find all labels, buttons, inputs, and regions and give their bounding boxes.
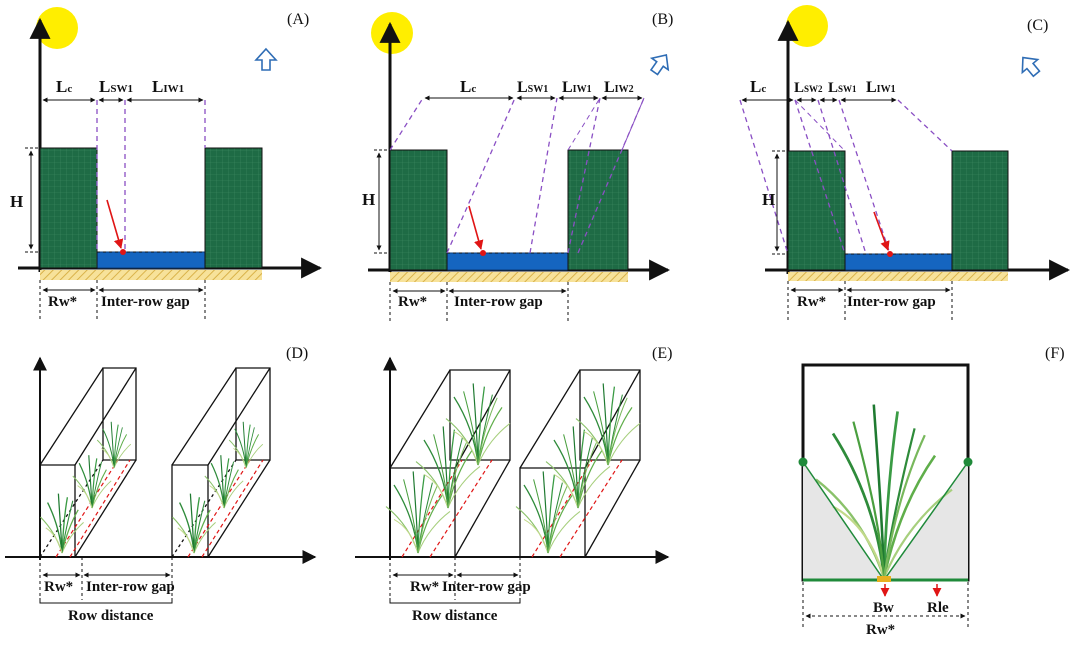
rice-plant [415,425,481,509]
panel-e: (E) Rw* Inter- [355,345,672,624]
gap-label: Inter-row gap [847,294,936,310]
gap-label: Inter-row gap [86,579,175,595]
rice-plant [204,454,244,509]
canopy-edge-point [798,457,808,467]
panel-tag: (F) [1045,345,1065,362]
canopy-edge-point [963,457,973,467]
rw-label: Rw* [410,579,439,595]
gap-label: Inter-row gap [442,579,531,595]
wind-arrow-icon [255,48,277,71]
svg-text:LIW1: LIW1 [562,79,592,96]
row-box [389,369,511,558]
svg-text:LSW1: LSW1 [99,77,133,96]
rice-plant [445,382,511,466]
rw-label: Rw* [44,579,73,595]
ray-arrow [106,199,124,249]
height-label: H [762,190,775,209]
height-label: H [362,190,375,209]
wind-arrow-icon [645,48,676,79]
panel-tag: (A) [287,11,309,28]
svg-text:LSW2: LSW2 [794,80,823,96]
rice-plant [545,425,611,509]
ray-arrow [873,211,890,251]
svg-text:Lc: Lc [750,77,766,96]
canopy-right [951,150,1009,271]
row-distance-label: Row distance [412,608,498,624]
rw-label: Rw* [48,294,77,310]
rice-plant [385,470,451,554]
rw-label: Rw* [398,294,427,310]
rle-label: Rle [927,600,949,616]
canopy-right [567,149,629,271]
panel-tag: (E) [652,345,672,362]
panel-b: (B) Lc LSW1 LIW1 LIW2 H Rw* [362,11,676,322]
ray-arrow [468,205,484,250]
svg-text:LSW1: LSW1 [828,80,857,96]
gap-label: Inter-row gap [101,294,190,310]
height-label: H [10,192,23,211]
rice-plant [72,454,112,509]
svg-text:LIW1: LIW1 [152,77,184,96]
svg-text:LSW1: LSW1 [517,79,548,96]
panel-d: (D) [5,345,317,624]
sun-icon [36,7,78,49]
gap-label: Inter-row gap [454,294,543,310]
rice-plant [39,492,85,554]
panel-f: (F) Bw Rle Rw* [798,345,1065,638]
wind-arrow-icon [1014,50,1045,81]
rw-label: Rw* [866,622,895,638]
rice-plant [515,470,581,554]
soil-strip [788,272,1008,281]
panel-tag: (B) [652,11,673,28]
svg-text:Lc: Lc [56,77,72,96]
rw-label: Rw* [797,294,826,310]
canopy-left [39,147,98,269]
bw-label: Bw [873,600,894,616]
svg-text:LIW2: LIW2 [604,79,634,96]
row-distance-label: Row distance [68,608,154,624]
svg-text:LIW1: LIW1 [866,79,896,96]
row-box [39,367,137,558]
sun-icon [786,5,828,47]
panel-a: (A) Lc LSW1 LIW1 H Rw* Inter-row gap [10,7,323,322]
panel-c: (C) Lc LSW2 LSW1 LIW1 H Rw* I [739,5,1071,322]
soil-strip [40,270,262,280]
canopy-right [204,147,263,269]
rice-plant [228,421,264,469]
canopy-left [787,150,846,271]
panel-tag: (C) [1027,17,1048,34]
panel-tag: (D) [286,345,308,362]
sun-icon [371,12,413,54]
rice-plant [575,382,641,466]
soil-strip [390,272,628,282]
row-box [519,369,641,558]
svg-text:Lc: Lc [460,77,476,96]
canopy-left [389,149,448,271]
rice-plant [171,492,217,554]
row-box [171,367,271,558]
